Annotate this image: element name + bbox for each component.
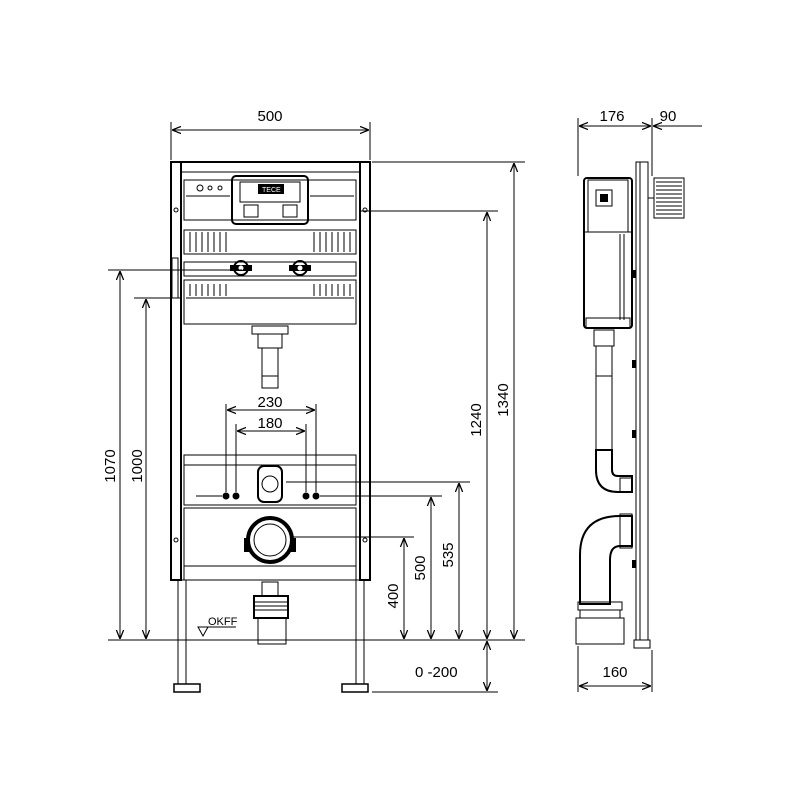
- bolt-hole: [222, 492, 230, 500]
- dim-label-160: 160: [602, 664, 627, 681]
- dim-label-width-500: 500: [257, 108, 282, 125]
- bolt-hole: [312, 492, 320, 500]
- dim-label-leg-adjust: 0 -200: [415, 664, 458, 681]
- bolt-plate: [183, 464, 357, 506]
- cistern-ribs-top: [183, 229, 357, 255]
- brand-logo: TECE: [262, 187, 281, 194]
- frame-post-right: [359, 161, 371, 581]
- side-frame-post: [635, 161, 649, 641]
- flush-actuator-housing: [231, 175, 309, 225]
- bolt-hole: [232, 492, 240, 500]
- drain-outlet: [244, 516, 296, 564]
- side-dimensions: 176 90 160: [577, 108, 702, 692]
- cistern-ribs-lower: [183, 279, 357, 325]
- floor-level-label: OKFF: [208, 616, 238, 628]
- dim-label-400: 400: [385, 583, 402, 608]
- side-drain-bend: [579, 515, 633, 605]
- floor-level-symbol: [197, 626, 209, 638]
- front-dimensions: 500 1340 1240 535 500 400 0 -200 1070: [102, 108, 525, 693]
- front-view: TECE: [170, 161, 371, 693]
- dim-label-180: 180: [257, 415, 282, 432]
- wing-nut-right: [289, 260, 311, 276]
- wing-nut-left: [230, 260, 252, 276]
- dim-label-176: 176: [599, 108, 624, 125]
- dim-label-1240: 1240: [468, 403, 485, 436]
- dim-label-535: 535: [440, 542, 457, 567]
- side-view: [575, 161, 685, 649]
- mid-crossbar: [183, 454, 357, 466]
- dim-label-90: 90: [660, 108, 677, 125]
- dim-label-500: 500: [412, 555, 429, 580]
- anchor-crossbar: [183, 261, 357, 277]
- frame-legs: [173, 579, 369, 693]
- dim-label-230: 230: [257, 394, 282, 411]
- top-crossbar: [183, 179, 357, 221]
- dim-label-1070: 1070: [102, 449, 119, 482]
- flush-pipe: [251, 325, 289, 389]
- dim-label-1340: 1340: [495, 383, 512, 416]
- bolt-hole: [302, 492, 310, 500]
- flush-connector: [257, 465, 283, 503]
- drain-pipe-bottom: [253, 581, 289, 645]
- side-flush-bend: [595, 449, 633, 493]
- dim-label-1000: 1000: [129, 449, 146, 482]
- frame-post-left: [170, 161, 182, 581]
